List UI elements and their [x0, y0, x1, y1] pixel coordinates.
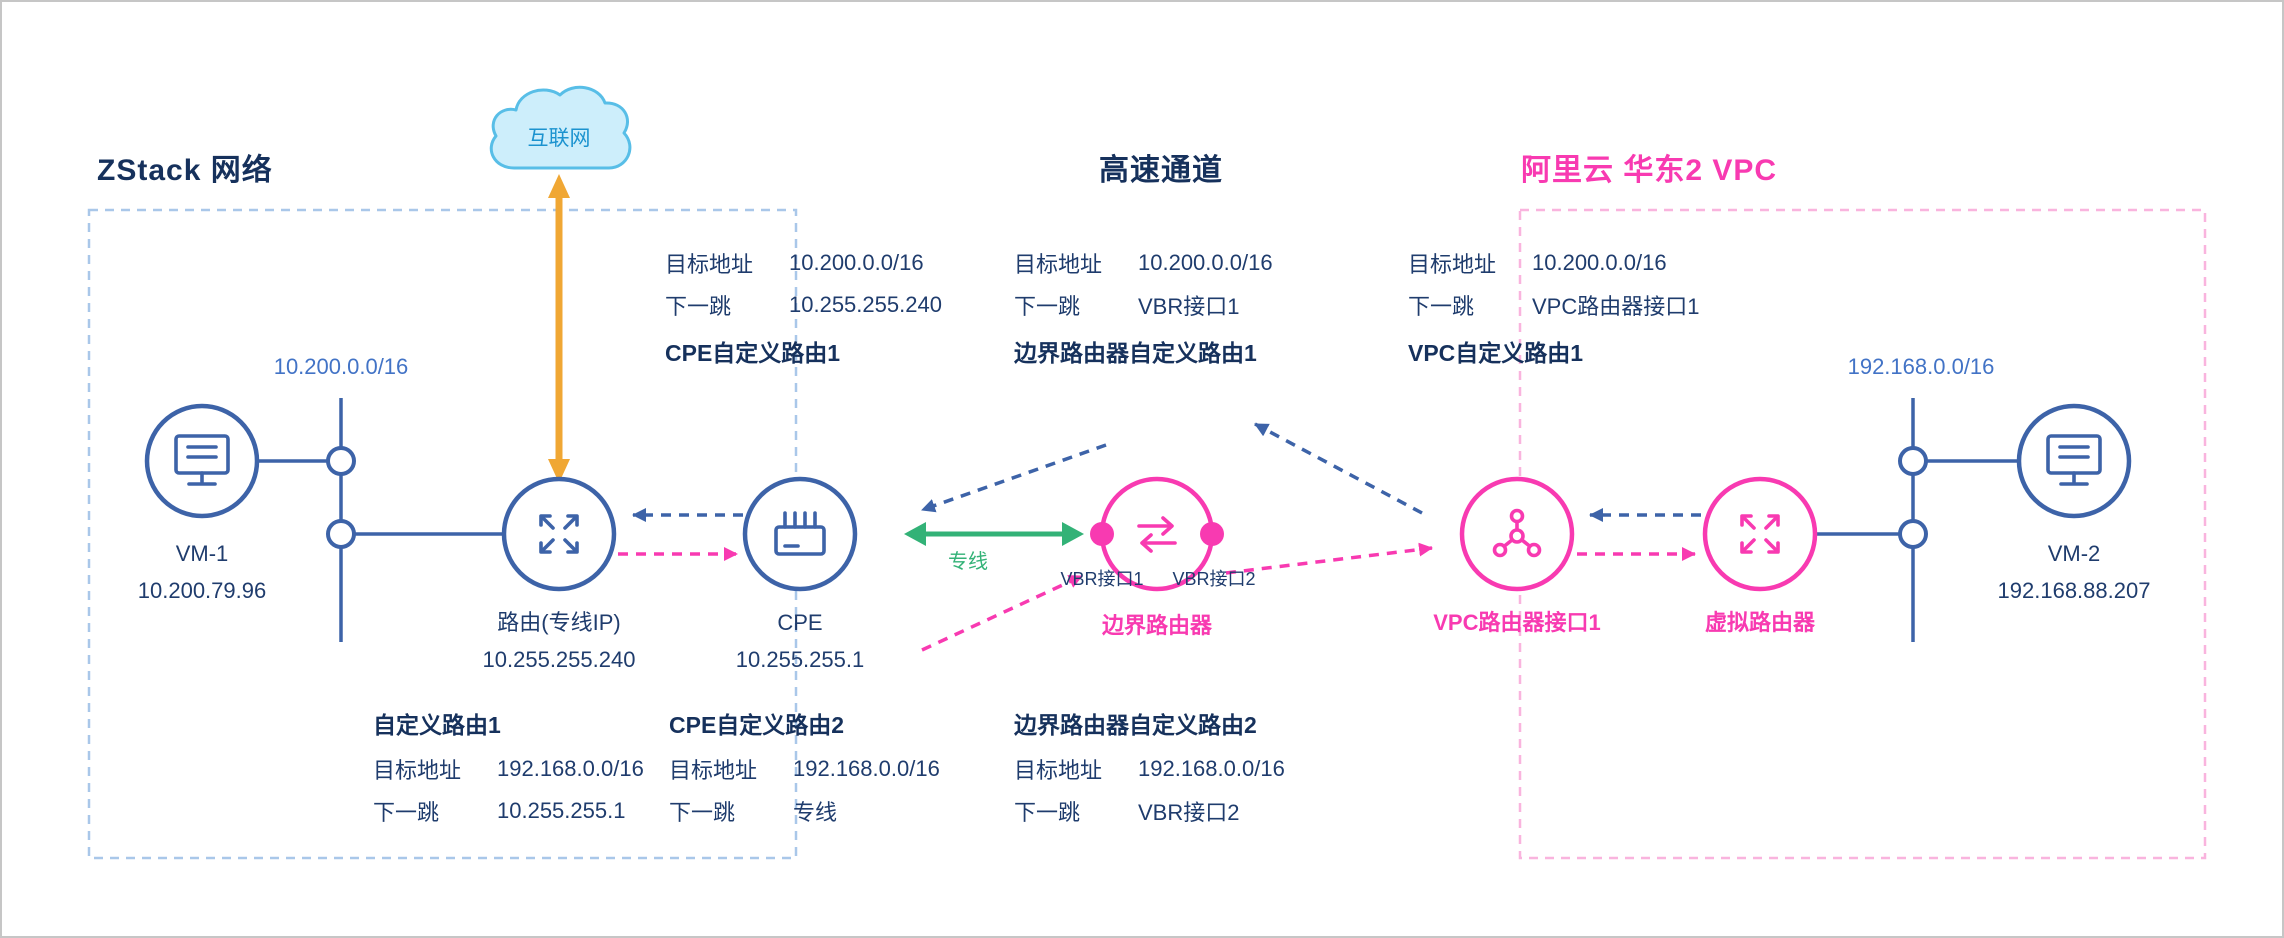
vm1-label: VM-1	[175, 541, 229, 566]
route-table-vbr-route-1: 目标地址 10.200.0.0/16 下一跳 VBR接口1 边界路由器自定义路由…	[1014, 242, 1273, 372]
route-key: 目标地址	[1014, 758, 1103, 783]
vm1-node	[144, 403, 260, 519]
route-table-title: CPE自定义路由2	[669, 712, 845, 738]
route-table-vpc-route-1: 目标地址 10.200.0.0/16 下一跳 VPC路由器接口1 VPC自定义路…	[1408, 242, 1699, 372]
internet-link-arrow	[548, 174, 570, 483]
route-row: 下一跳 VBR接口2	[1014, 790, 1285, 832]
route-value: 192.168.0.0/16	[497, 756, 644, 781]
internet-label: 互联网	[527, 127, 591, 150]
bus-port-dot	[326, 446, 356, 476]
route-value: 10.255.255.240	[789, 292, 942, 317]
route-row: 下一跳 10.255.255.240	[665, 284, 942, 326]
internet-cloud-icon	[489, 85, 632, 170]
vbr-label: 边界路由器	[1101, 613, 1213, 638]
route-key: 目标地址	[1014, 252, 1103, 277]
route-value: 专线	[793, 800, 838, 825]
zstack-section-title: ZStack 网络	[97, 154, 273, 187]
route-value: 192.168.0.0/16	[1138, 756, 1285, 781]
route-key: 目标地址	[665, 252, 754, 277]
route-table-title: 自定义路由1	[373, 712, 501, 738]
route-row: 下一跳 VBR接口1	[1014, 284, 1273, 326]
leased-line-label: 专线	[948, 551, 988, 573]
route-value: 192.168.0.0/16	[793, 756, 940, 781]
route-table-title: VPC自定义路由1	[1408, 340, 1584, 366]
route-table-cpe-route-1: 目标地址 10.200.0.0/16 下一跳 10.255.255.240 CP…	[665, 242, 942, 372]
route-table-vbr-route-2: 边界路由器自定义路由2 目标地址 192.168.0.0/16 下一跳 VBR接…	[1014, 702, 1285, 832]
route-arrow-vpc-to-vbr	[1254, 422, 1423, 515]
router-ip: 10.255.255.240	[482, 647, 636, 672]
route-row: 目标地址 10.200.0.0/16	[665, 242, 942, 284]
route-value: VPC路由器接口1	[1532, 294, 1700, 319]
route-key: 下一跳	[373, 800, 440, 825]
route-arrow-vbr-to-vpc-interface	[1225, 542, 1433, 575]
route-value: 10.200.0.0/16	[1138, 250, 1273, 275]
route-row: 目标地址 192.168.0.0/16	[373, 748, 644, 790]
route-key: 目标地址	[669, 758, 758, 783]
vbr-interface1-dot	[1090, 522, 1114, 546]
route-key: 下一跳	[1408, 294, 1475, 319]
route-key: 下一跳	[1014, 294, 1081, 319]
vm2-ip: 192.168.88.207	[1997, 578, 2151, 603]
route-table-title: 边界路由器自定义路由2	[1014, 712, 1257, 738]
vpc-subnet-label: 192.168.0.0/16	[1847, 354, 1995, 379]
aliyun-vpc-title: 阿里云 华东2 VPC	[1521, 154, 1778, 187]
route-row: 目标地址 10.200.0.0/16	[1408, 242, 1699, 284]
vm2-label: VM-2	[2047, 541, 2101, 566]
route-table-title: 边界路由器自定义路由1	[1014, 340, 1257, 366]
vpc-interface-label: VPC路由器接口1	[1433, 610, 1601, 635]
route-value: 10.200.0.0/16	[1532, 250, 1667, 275]
route-key: 目标地址	[1408, 252, 1497, 277]
route-value: 10.200.0.0/16	[789, 250, 924, 275]
virtual-router-node	[1702, 476, 1818, 592]
route-arrow-leased-line-to-vbr	[921, 574, 1083, 652]
route-table-custom-route-1: 自定义路由1 目标地址 192.168.0.0/16 下一跳 10.255.25…	[373, 702, 644, 832]
route-key: 下一跳	[1014, 800, 1081, 825]
route-value: VBR接口2	[1138, 800, 1240, 825]
route-arrow-vbr-to-leased-line	[921, 443, 1107, 513]
route-key: 下一跳	[665, 294, 732, 319]
vbr-interface1-label: VBR接口1	[1060, 569, 1144, 589]
route-row: 下一跳 10.255.255.1	[373, 790, 644, 832]
vbr-interface2-dot	[1200, 522, 1224, 546]
route-table-title: CPE自定义路由1	[665, 340, 841, 366]
route-row: 下一跳 VPC路由器接口1	[1408, 284, 1699, 326]
route-key: 下一跳	[669, 800, 736, 825]
zstack-subnet-label: 10.200.0.0/16	[273, 354, 409, 379]
route-table-cpe-route-2: CPE自定义路由2 目标地址 192.168.0.0/16 下一跳 专线	[669, 702, 940, 832]
route-value: 10.255.255.1	[497, 798, 626, 823]
zstack-subnet-bus	[257, 398, 504, 642]
route-row: 目标地址 192.168.0.0/16	[669, 748, 940, 790]
vbr-interface2-label: VBR接口2	[1172, 569, 1256, 589]
vm2-node	[2016, 403, 2132, 519]
cpe-label: CPE	[777, 610, 823, 635]
route-row: 目标地址 10.200.0.0/16	[1014, 242, 1273, 284]
leased-line-arrow	[904, 522, 1084, 546]
route-row: 目标地址 192.168.0.0/16	[1014, 748, 1285, 790]
bus-port-dot	[1898, 446, 1928, 476]
cpe-ip: 10.255.255.1	[735, 647, 865, 672]
router-node	[501, 476, 617, 592]
route-key: 目标地址	[373, 758, 462, 783]
route-row: 下一跳 专线	[669, 790, 940, 832]
bus-port-dot	[1898, 519, 1928, 549]
virtual-router-label: 虚拟路由器	[1704, 610, 1816, 635]
router-label: 路由(专线IP)	[497, 610, 621, 635]
route-value: VBR接口1	[1138, 294, 1240, 319]
express-channel-title: 高速通道	[1099, 154, 1223, 187]
bus-port-dot	[326, 519, 356, 549]
vm1-ip: 10.200.79.96	[137, 578, 267, 603]
cpe-node	[742, 476, 858, 592]
